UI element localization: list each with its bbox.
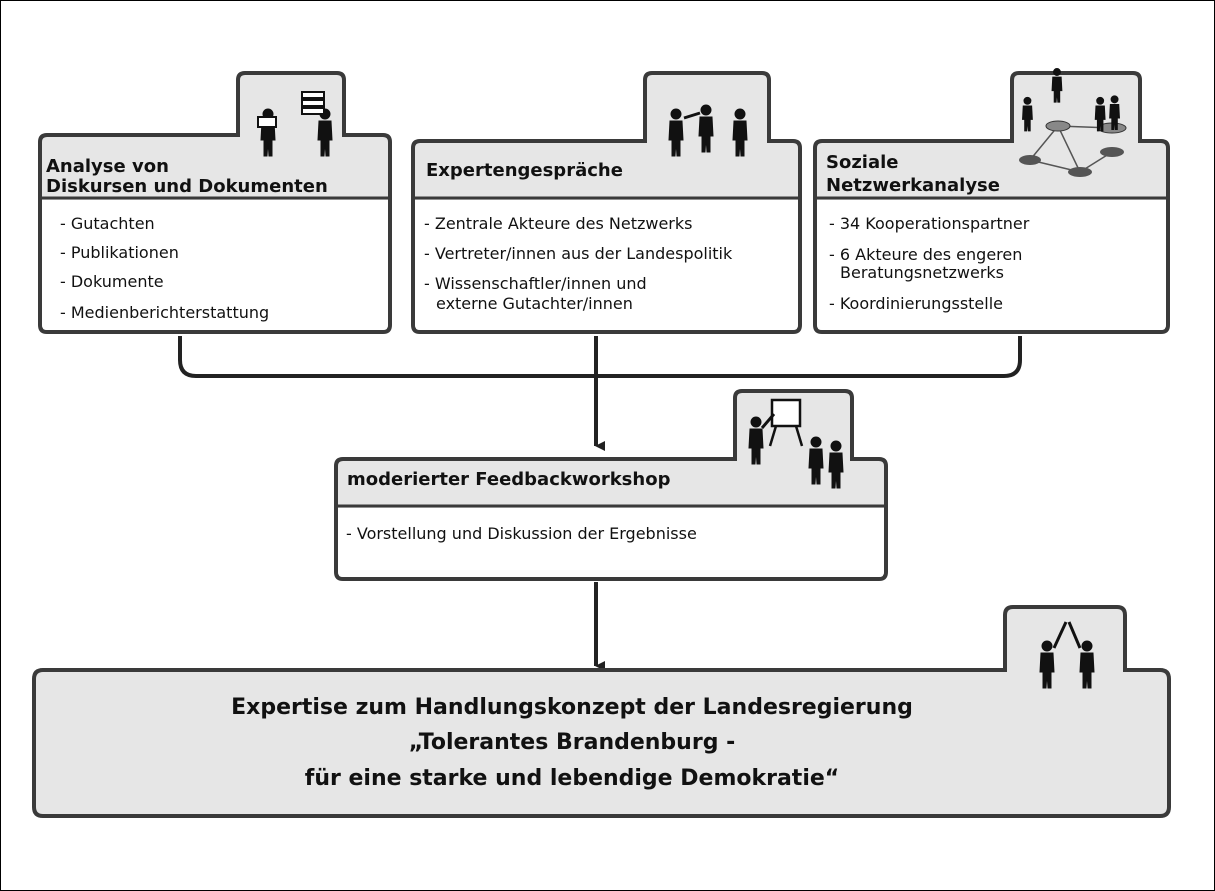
- expertise-box: Expertise zum Handlungskonzept der Lande…: [32, 605, 1171, 818]
- two-people-high-five-icon: [1039, 621, 1095, 689]
- three-people-talking-icon: [668, 104, 748, 157]
- interviews-title: Expertengespräche: [426, 160, 623, 181]
- expertise-line-2: „Tolerantes Brandenburg -: [409, 730, 735, 755]
- analysis-item: - Dokumente: [60, 272, 164, 291]
- workshop-item: - Vorstellung und Diskussion der Ergebni…: [346, 524, 697, 543]
- network-item: Beratungsnetzwerks: [840, 263, 1004, 282]
- expertise-line-3: für eine starke und lebendige Demokratie…: [305, 766, 840, 791]
- expertise-line-1: Expertise zum Handlungskonzept der Lande…: [231, 695, 913, 720]
- workshop-box: moderierter Feedbackworkshop - Vorstellu…: [334, 389, 888, 581]
- interviews-box: Expertengespräche - Zentrale Akteure des…: [411, 71, 802, 334]
- analysis-title-line-2: Diskursen und Dokumenten: [46, 176, 328, 197]
- analysis-box: Analyse von Diskursen und Dokumenten - G…: [38, 71, 392, 334]
- analysis-title-line-1: Analyse von: [46, 156, 169, 177]
- workshop-title: moderierter Feedbackworkshop: [347, 469, 671, 490]
- network-of-people-icon: [1019, 68, 1127, 177]
- interviews-item: externe Gutachter/innen: [436, 294, 633, 313]
- presenter-at-flipchart-icon: [748, 398, 844, 489]
- network-item: - 6 Akteure des engeren: [829, 245, 1022, 264]
- network-title-line-2: Netzwerkanalyse: [826, 175, 1000, 196]
- analysis-item: - Publikationen: [60, 243, 179, 262]
- interviews-item: - Vertreter/innen aus der Landespolitik: [424, 244, 733, 263]
- network-box: Soziale Netzwerkanalyse - 34 Kooperation…: [813, 68, 1170, 334]
- analysis-item: - Gutachten: [60, 214, 155, 233]
- interviews-item: - Wissenschaftler/innen und: [424, 274, 647, 293]
- documents-people-icon: [257, 91, 333, 157]
- network-item: - Koordinierungsstelle: [829, 294, 1003, 313]
- interviews-item: - Zentrale Akteure des Netzwerks: [424, 214, 692, 233]
- connector-lines: [178, 336, 1022, 671]
- network-item: - 34 Kooperationspartner: [829, 214, 1030, 233]
- analysis-item: - Medienberichterstattung: [60, 303, 269, 322]
- network-title-line-1: Soziale: [826, 152, 899, 173]
